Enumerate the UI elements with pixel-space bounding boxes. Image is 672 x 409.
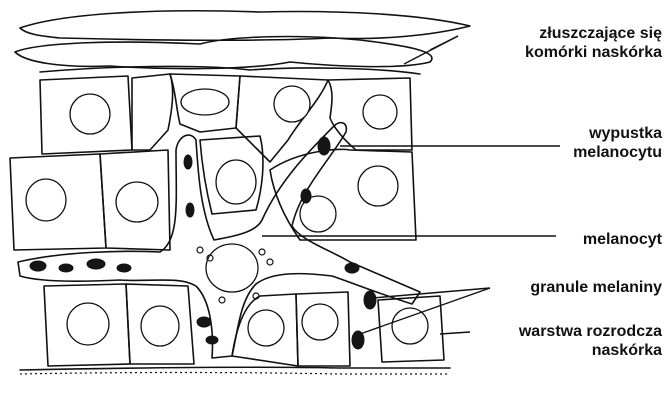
label-line: złuszczające się — [539, 25, 662, 42]
leader-lines — [262, 35, 560, 335]
flaking-cells — [14, 9, 471, 75]
label-melanocyte: melanocyt — [583, 230, 662, 249]
label-basal-layer: warstwa rozrodcza naskórka — [519, 322, 662, 360]
label-line: komórki naskórka — [525, 44, 662, 61]
basement-membrane — [19, 366, 451, 375]
upper-cell-row — [39, 73, 413, 163]
label-line: granule melaniny — [530, 279, 662, 296]
label-line: melanocyt — [582, 231, 662, 248]
melanocyte-body — [17, 121, 421, 359]
label-line: melanocytu — [573, 144, 662, 161]
middle-cell-row — [9, 135, 417, 251]
basal-cell-row — [43, 283, 445, 367]
label-melanin-granules: granule melaniny — [530, 278, 662, 297]
label-line: wypustka — [589, 125, 662, 142]
label-dendrite: wypustka melanocytu — [573, 124, 662, 162]
label-flaking-cells: złuszczające się komórki naskórka — [525, 24, 662, 62]
melanin-granules — [29, 136, 377, 350]
label-line: naskórka — [591, 342, 662, 359]
label-line: warstwa rozrodcza — [518, 323, 662, 340]
